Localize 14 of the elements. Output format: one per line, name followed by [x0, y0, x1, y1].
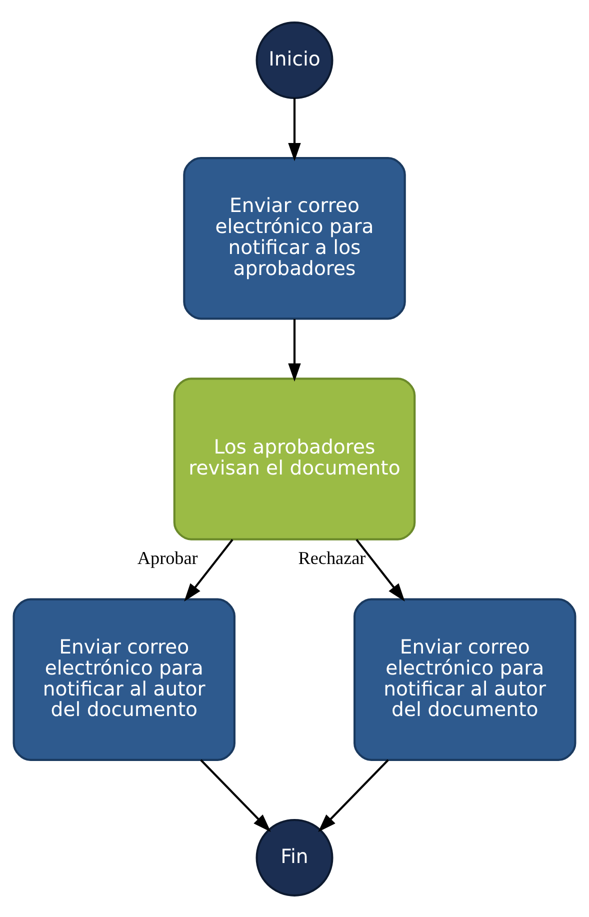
- arrow: [318, 758, 389, 832]
- arrow: [356, 538, 405, 602]
- node-box: Enviar correo electrónico para notificar a los aprobadores: [183, 156, 406, 320]
- node-circle: Fin: [256, 818, 334, 896]
- arrow: [288, 98, 301, 161]
- node-box: Enviar correo electrónico para notificar al autor del documento: [12, 598, 236, 760]
- arrow: [200, 758, 271, 832]
- node-circle: Inicio: [256, 21, 334, 99]
- arrow: [184, 538, 234, 602]
- edge-label: Aprobar: [137, 548, 198, 568]
- node-box: Enviar correo electrónico para notificar al autor del documento: [354, 598, 576, 760]
- arrow: [288, 318, 301, 382]
- edge-label: Rechazar: [298, 548, 366, 568]
- node-box: Los aprobadores revisan el documento: [173, 377, 416, 540]
